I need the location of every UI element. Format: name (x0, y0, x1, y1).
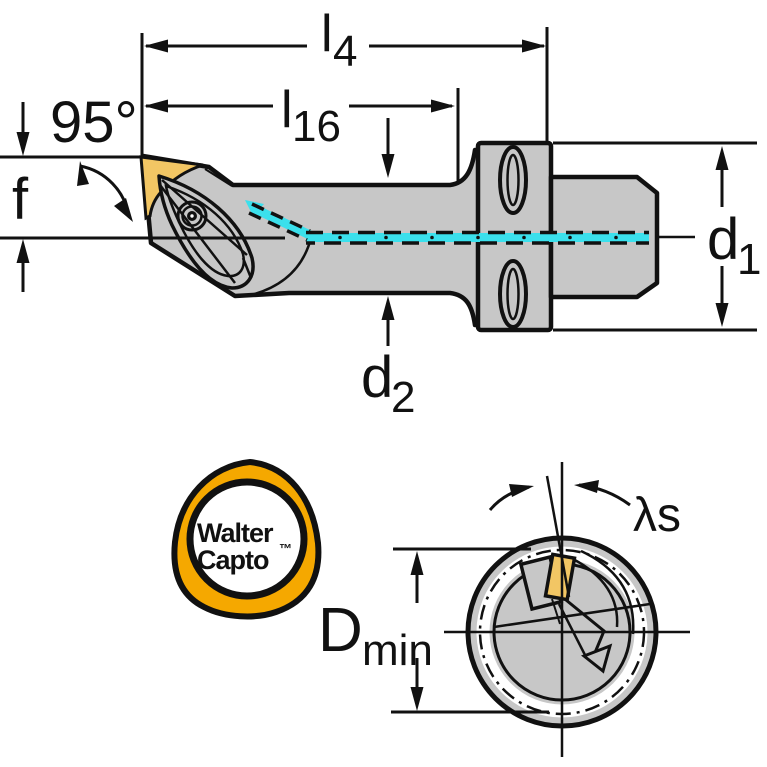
clamp-screw-mid (181, 205, 203, 227)
d2-arrow-up (381, 296, 395, 320)
cutting-insert-front (543, 552, 577, 602)
d1-label-sub: 1 (737, 235, 761, 284)
dmin-label-sub: min (362, 626, 433, 675)
l16-arrow-left (144, 99, 168, 113)
chamfer-edge (204, 168, 233, 187)
f-arrow-up (16, 239, 30, 263)
coolant-arrow-tip (245, 200, 264, 216)
l4-label: l (321, 5, 333, 63)
f-arrow-down (16, 132, 30, 156)
coolant-channel (245, 200, 695, 245)
logo-text-walter: Walter (197, 518, 274, 548)
flange-slot-top (498, 145, 528, 215)
lead-angle-label: 95° (50, 90, 138, 155)
edge-inclination-line (493, 602, 651, 629)
side-view: l 4 l 16 95° f (0, 5, 761, 422)
relief-arc (246, 237, 313, 298)
d1-arrow-up (715, 146, 729, 170)
walter-capto-logo: Walter Capto ™ (171, 458, 322, 620)
inclination-angle-annotation: λs (488, 480, 681, 542)
l4-arrow-left (144, 39, 168, 53)
l16-label-sub: 16 (292, 102, 341, 151)
lead-angle-annotation: 95° (50, 90, 138, 222)
end-view: λs D min (318, 462, 690, 757)
lambda-s-label: λs (633, 489, 681, 542)
dimension-d2: d 2 (361, 118, 415, 422)
coolant-angled (253, 204, 314, 241)
dimension-dmin: D min (318, 547, 549, 714)
d2-label-sub: 2 (391, 373, 415, 422)
l16-arrow-right (431, 99, 455, 113)
d2-arrow-down (381, 154, 395, 178)
d1-label: d (707, 207, 739, 272)
dmin-arrow-down (410, 687, 424, 711)
logo-text-capto: Capto (197, 545, 269, 575)
coolant-center-dots (338, 235, 618, 240)
dimension-l4: l 4 (140, 5, 549, 157)
dmin-arrow-up (410, 551, 424, 575)
flange-slot-bottom (498, 259, 528, 329)
lambda-tilted-line (545, 475, 571, 598)
dimension-d1: d 1 (553, 141, 761, 332)
logo-inner-circle (186, 478, 308, 600)
d1-arrow-down (715, 303, 729, 327)
l4-label-sub: 4 (333, 27, 357, 76)
insert-clamp (157, 174, 255, 290)
l16-label: l (281, 81, 293, 139)
logo-trademark: ™ (279, 541, 292, 556)
clamp-screw-outer (176, 200, 208, 232)
dmin-label: D (318, 596, 363, 665)
clamp-screw-dot (190, 214, 194, 218)
d2-label: d (361, 345, 393, 410)
f-label: f (12, 167, 29, 232)
dimension-l16: l 16 (144, 81, 460, 184)
l4-arrow-right (522, 39, 546, 53)
dimension-f: f (0, 102, 285, 292)
